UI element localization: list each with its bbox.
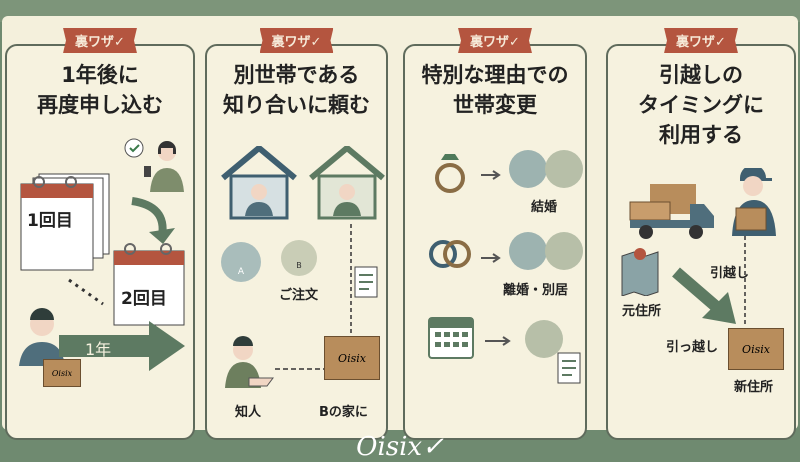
avatar-woman: [545, 150, 583, 188]
arrow-icon: [481, 253, 501, 263]
calendar-stack-icon: [20, 173, 110, 271]
title-line: 別世帯である: [233, 63, 360, 87]
title-line: 再度申し込む: [37, 93, 163, 117]
moving-label-2: 引っ越し: [666, 340, 719, 355]
avatar-a: A: [221, 242, 261, 282]
house-green-icon: [309, 146, 385, 220]
oisix-box: Oisix: [728, 328, 784, 370]
title-line: タイミングに: [638, 93, 764, 117]
panel-household-change: 裏ワザ✓ 特別な理由での 世帯変更 結婚 離婚・別居: [403, 28, 587, 440]
avatar-woman: [525, 320, 563, 358]
avatar-man: [509, 150, 547, 188]
oisix-box: Oisix: [43, 359, 81, 387]
old-address-label: 元住所: [622, 304, 662, 319]
rings-icon: [429, 240, 471, 268]
title-line: 知り合いに頼む: [223, 93, 370, 117]
avatar-man: [509, 232, 547, 270]
moving-label: 引越し: [710, 266, 750, 281]
title-line: 1年後に: [61, 63, 139, 87]
first-time-label: 1回目: [27, 211, 73, 231]
one-year-label: 1年: [85, 340, 112, 359]
checklist-icon: [557, 352, 581, 384]
avatar-woman: [545, 232, 583, 270]
tag-badge: 裏ワザ✓: [259, 28, 334, 53]
title-line: 特別な理由での: [421, 63, 569, 87]
infographic-sheet: 裏ワザ✓ 1年後に 再度申し込む 1回目 2回目 1年 Oisix 裏ワザ✓ 別…: [2, 16, 798, 440]
house-blue-icon: [221, 146, 297, 220]
dashed-link: [275, 368, 331, 370]
panel-acquaintance: 裏ワザ✓ 別世帯である 知り合いに頼む A B ご注文 Oisix 知人 Bの家…: [205, 28, 388, 440]
panel-title: 引越しの タイミングに 利用する: [608, 60, 794, 150]
delivery-label: Bの家に: [319, 405, 368, 420]
diagonal-arrow-icon: [672, 267, 736, 324]
dashed-line: [350, 224, 352, 334]
tag-badge: 裏ワザ✓: [664, 28, 738, 53]
title-line: 利用する: [659, 123, 743, 147]
marriage-label: 結婚: [531, 200, 558, 215]
acquaintance-label: 知人: [235, 405, 262, 420]
map-pin-icon: [621, 248, 659, 296]
tag-badge: 裏ワザ✓: [458, 28, 532, 53]
ring-icon: [435, 154, 465, 193]
panel-title: 特別な理由での 世帯変更: [405, 60, 585, 120]
panel-reapply: 裏ワザ✓ 1年後に 再度申し込む 1回目 2回目 1年 Oisix: [5, 28, 195, 440]
title-line: 世帯変更: [453, 93, 537, 117]
order-label: ご注文: [279, 288, 319, 303]
title-line: 引越しの: [659, 63, 743, 87]
dashed-line: [744, 236, 746, 326]
calendar-icon: [113, 243, 185, 326]
avatar-b: B: [281, 240, 317, 276]
oisix-box: Oisix: [324, 336, 380, 380]
handshake-person-icon: [225, 336, 274, 388]
new-address-label: 新住所: [734, 380, 774, 395]
dotted-line: [68, 278, 104, 306]
panel-title: 別世帯である 知り合いに頼む: [207, 60, 386, 120]
divorce-label: 離婚・別居: [503, 283, 569, 298]
arrow-icon: [485, 336, 511, 346]
calendar-grid-icon: [428, 317, 474, 359]
brand-logo: Oisix✓: [356, 432, 444, 462]
arrow-right-icon: [59, 321, 185, 371]
person-phone-icon: [124, 138, 184, 192]
curved-arrow-icon: [131, 197, 175, 244]
panel-moving: 裏ワザ✓ 引越しの タイミングに 利用する 元住所 引越し 引っ越し Oisix…: [606, 28, 796, 440]
second-time-label: 2回目: [121, 289, 167, 309]
checklist-icon: [354, 266, 378, 298]
arrow-icon: [481, 170, 501, 180]
panel-title: 1年後に 再度申し込む: [7, 60, 193, 120]
truck-icon: [629, 184, 714, 239]
delivery-person-icon: [732, 168, 776, 236]
tag-badge: 裏ワザ✓: [63, 28, 137, 53]
